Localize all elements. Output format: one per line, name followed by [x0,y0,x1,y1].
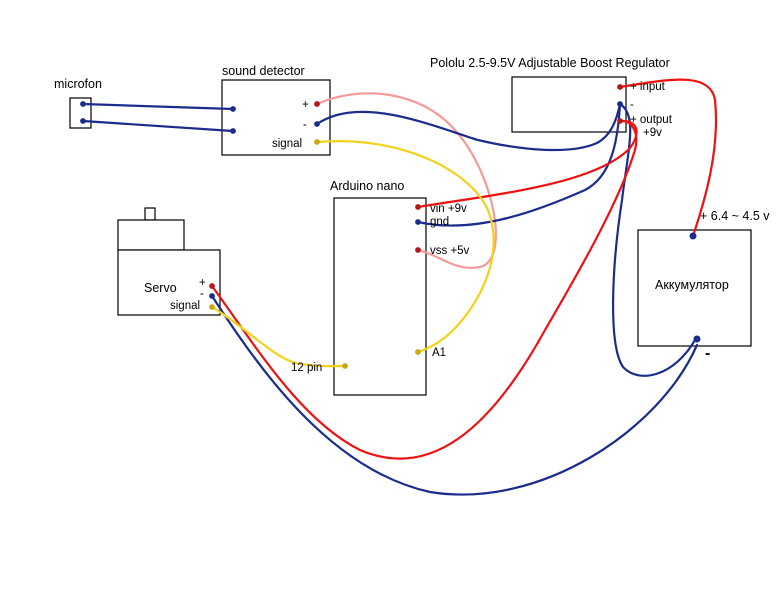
microphone-title: microfon [54,77,102,91]
boost-output-pin [617,118,623,124]
arduino-title: Arduino nano [330,179,404,193]
red-wire-vin [416,119,638,209]
servo-title: Servo [144,281,177,295]
servo-top-box [117,219,185,251]
servo-minus-pin [209,293,215,299]
mic-wire-1 [81,102,235,111]
boost-input-pin [617,84,623,90]
battery-plus-pin [689,232,697,240]
pin-dots [80,84,701,369]
blue-wire-sd-gnd [315,102,622,152]
boost-regulator-title: Pololu 2.5-9.5V Adjustable Boost Regulat… [430,56,670,70]
mic-pin-1 [80,101,86,107]
boost-minus-pin [617,101,623,107]
sd-signal-pin [314,139,320,145]
boost-output-voltage-label: +9v [643,127,662,139]
sd-mic-pin-1 [230,106,236,112]
servo-plus-label: + [199,277,206,289]
ard-vin-pin [415,204,421,210]
sd-minus-pin [314,121,320,127]
battery-minus-label: - [705,345,710,362]
sd-mic-pin-2 [230,128,236,134]
arduino-nano-box [333,197,427,396]
sound-detector-box [221,79,331,156]
ard-vss-pin [415,247,421,253]
ard-vin-label: vin +9v [430,203,467,215]
boost-output-label: + output [630,114,673,126]
battery-title: Аккумулятор [655,278,729,292]
sd-signal-label: signal [272,138,302,150]
ard-gnd-label: gnd [430,216,449,228]
sd-plus-pin [314,101,320,107]
battery-box [637,229,752,347]
battery-minus-pin [693,335,701,343]
blue-wire-ard-gnd [416,102,622,227]
sd-minus-label: - [303,119,307,131]
ard-a1-pin [415,349,421,355]
servo-minus-label: - [200,288,204,300]
sd-plus-label: + [302,99,309,111]
red-wire-servo [210,119,638,460]
sound-detector-title: sound detector [222,64,305,78]
blue-wire-servo-gnd [210,294,699,496]
yellow-wire-pin12 [210,305,347,368]
servo-horn [144,207,156,221]
ard-a1-label: A1 [432,347,446,359]
ard-vss-label: vss +5v [430,245,470,257]
blue-wire-batt-gnd [612,102,697,377]
yellow-wire-a1 [315,140,495,354]
pink-wire-5v [315,92,497,269]
boost-regulator-box [511,76,627,133]
ard-pin12-pin [342,363,348,369]
boost-input-label: + input [630,81,666,93]
servo-signal-label: signal [170,300,200,312]
mic-wire-2 [81,119,235,133]
red-wire-batt-in [618,78,718,238]
servo-body-box [117,249,221,316]
servo-plus-pin [209,283,215,289]
servo-signal-pin [209,304,215,310]
mic-pin-2 [80,118,86,124]
battery-voltage-label: + 6.4 ~ 4.5 v [700,209,770,223]
boost-minus-label: - [630,99,634,111]
ard-gnd-pin [415,219,421,225]
microphone-box [69,97,92,129]
ard-pin12-label: 12 pin [291,362,322,374]
